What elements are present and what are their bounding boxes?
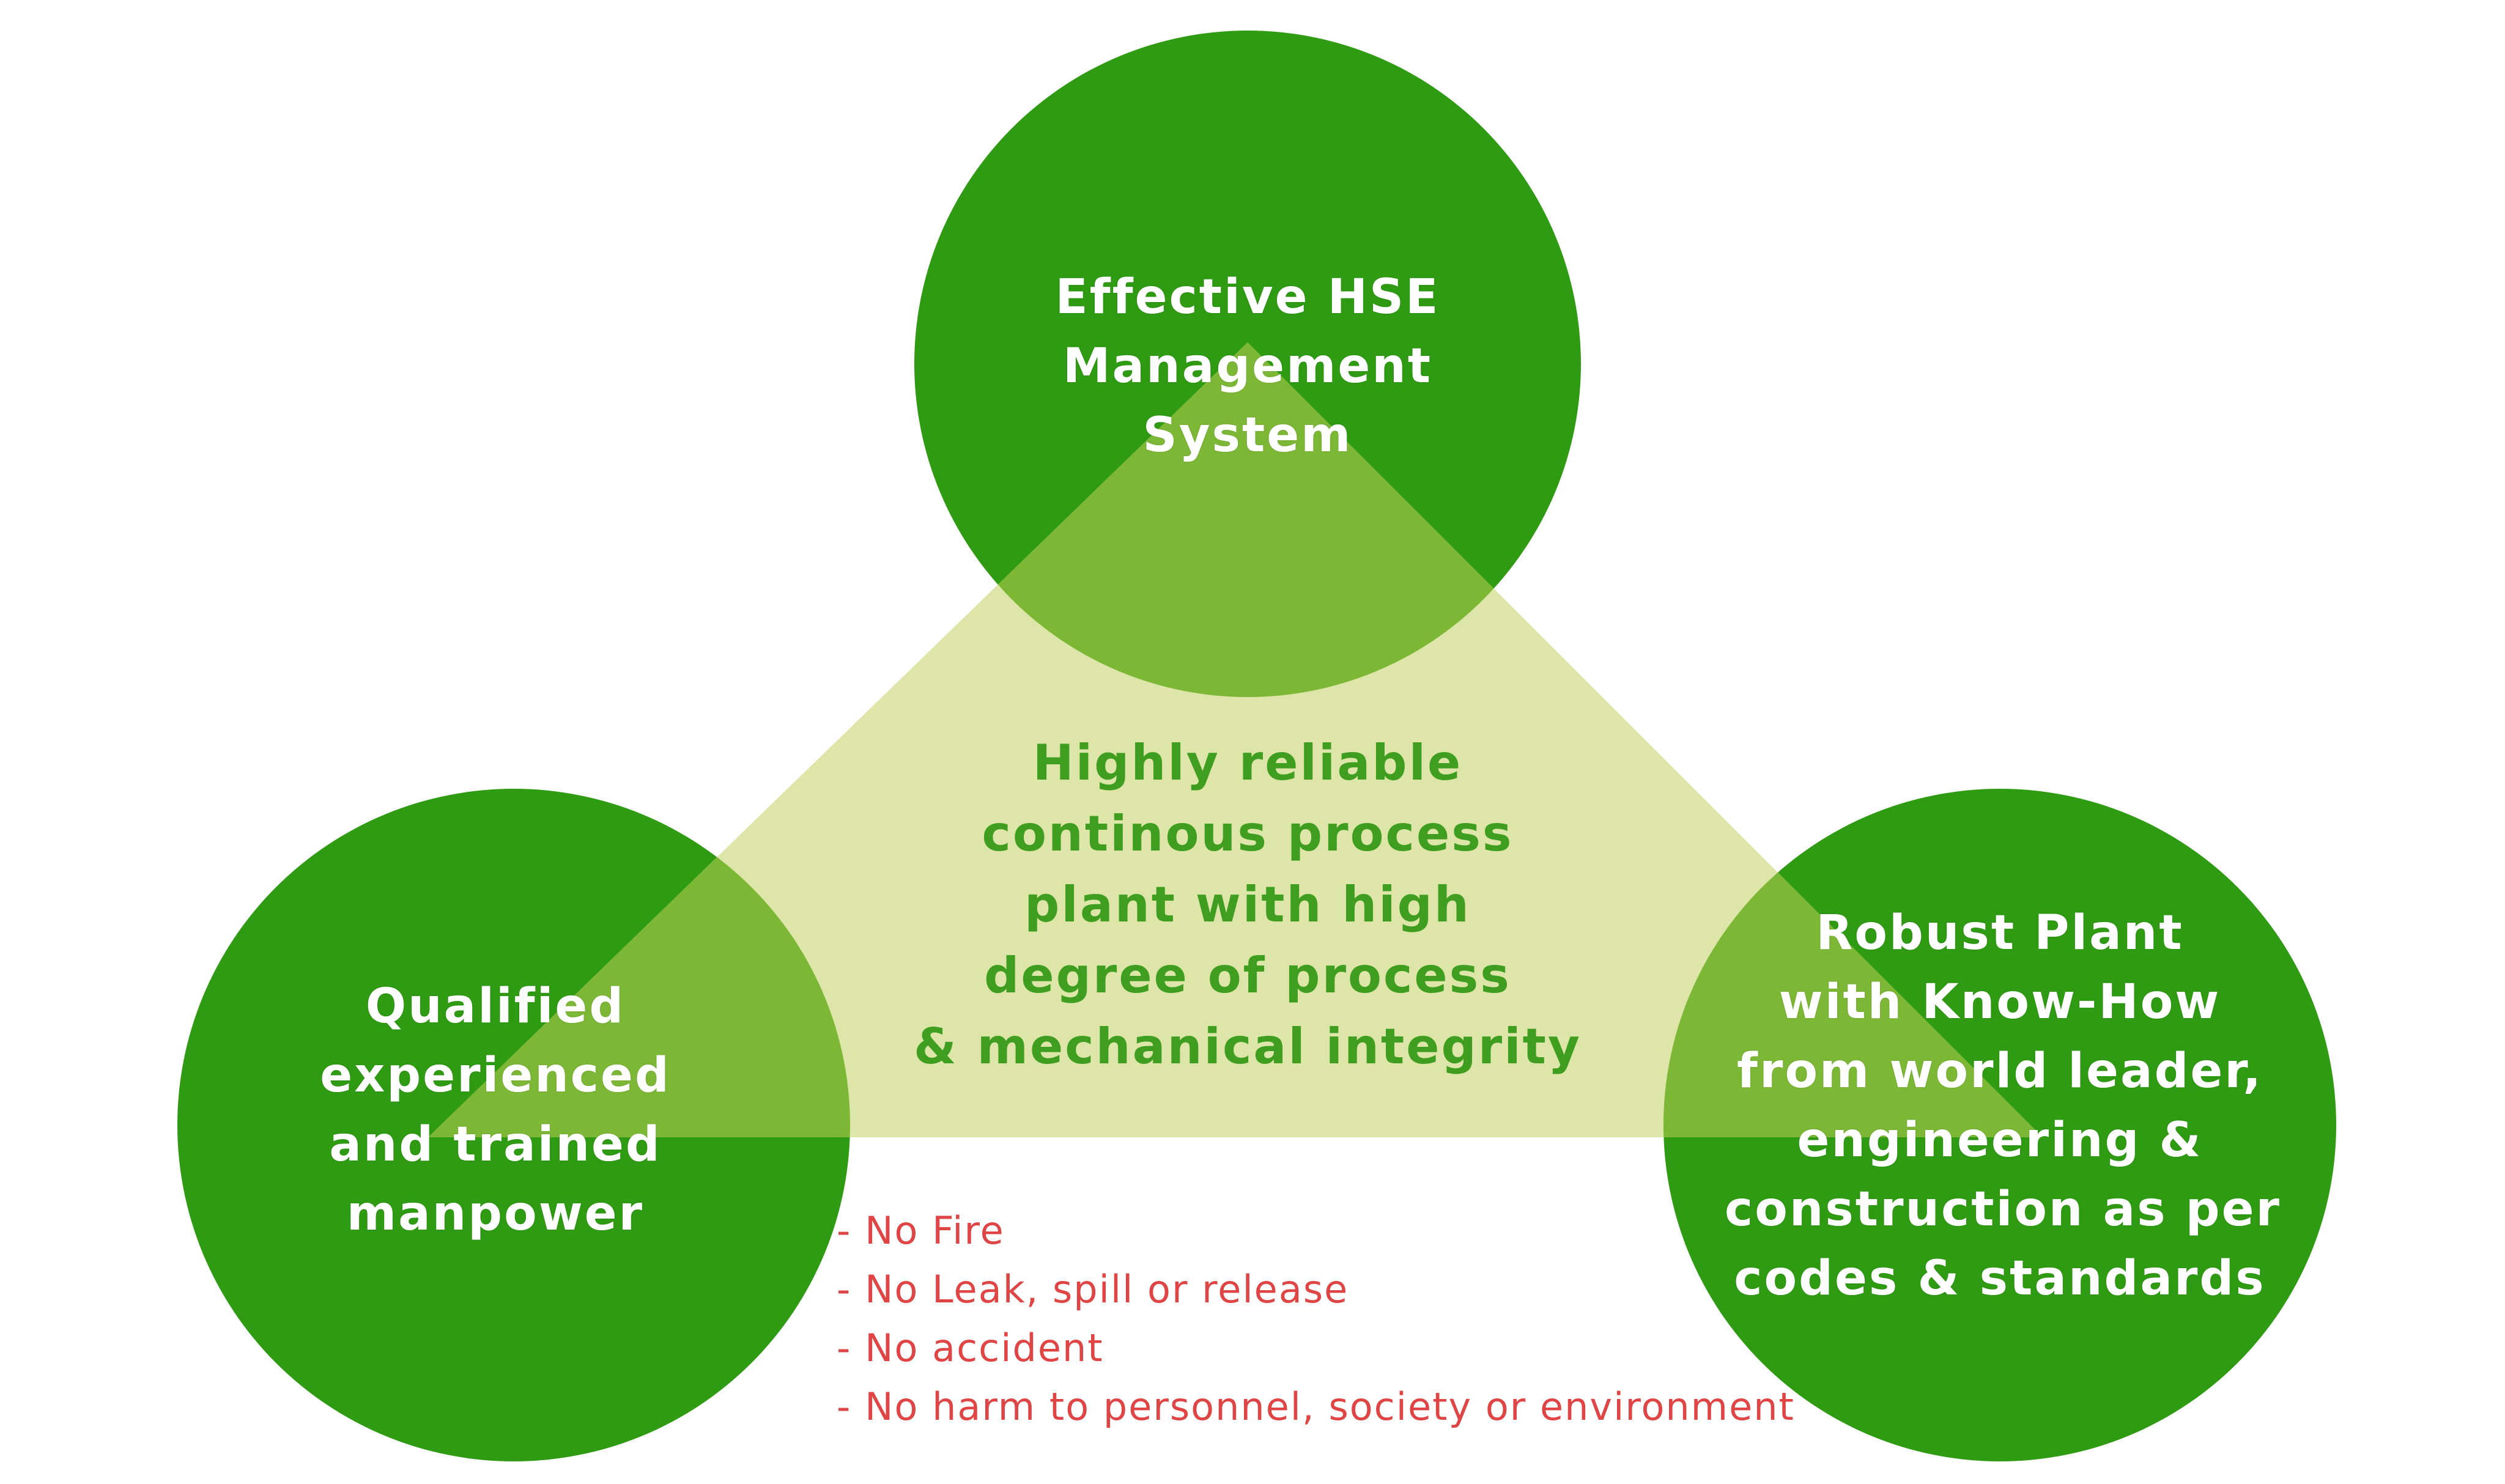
center-label-line-4: degree of process bbox=[984, 947, 1511, 1004]
left-label-line-1: Qualified bbox=[365, 979, 626, 1034]
center-label-line-5: & mechanical integrity bbox=[913, 1018, 1582, 1075]
left-label-line-3: and trained bbox=[329, 1117, 662, 1173]
left-label-line-4: manpower bbox=[346, 1186, 645, 1242]
center-label-line-3: plant with high bbox=[1024, 876, 1471, 933]
outcome-item: - No Leak, spill or release bbox=[837, 1267, 1349, 1312]
top-circle-label: Effective HSE Management System bbox=[1003, 263, 1492, 470]
center-triangle-label: Highly reliable continous process plant … bbox=[905, 728, 1590, 1082]
center-label-line-1: Highly reliable bbox=[1032, 734, 1463, 791]
right-label-line-3: from world leader, bbox=[1737, 1044, 2263, 1099]
outcome-item: - No harm to personnel, society or envir… bbox=[837, 1384, 1795, 1429]
right-label-line-5: construction as per bbox=[1725, 1182, 2282, 1238]
top-label-line-2: Management bbox=[1062, 339, 1433, 394]
right-circle-label: Robust Plant with Know-How from world le… bbox=[1725, 899, 2282, 1314]
right-label-line-6: codes & standards bbox=[1734, 1251, 2266, 1307]
center-triangle bbox=[428, 342, 2043, 1137]
overlap-left bbox=[428, 789, 850, 1137]
left-label-line-2: experienced bbox=[320, 1048, 671, 1104]
overlap-right bbox=[1663, 789, 2043, 1137]
right-label-line-2: with Know-How bbox=[1778, 975, 2221, 1030]
top-label-line-1: Effective HSE bbox=[1055, 270, 1440, 325]
right-label-line-4: engineering & bbox=[1797, 1113, 2203, 1168]
left-circle-label: Qualified experienced and trained manpow… bbox=[251, 972, 740, 1249]
overlap-top bbox=[914, 342, 1581, 697]
outcomes-list: - No Fire - No Leak, spill or release - … bbox=[837, 1202, 1795, 1436]
outcome-item: - No Fire bbox=[837, 1208, 1005, 1253]
top-label-line-3: System bbox=[1142, 408, 1353, 463]
center-label-line-2: continous process bbox=[982, 805, 1514, 862]
right-label-line-1: Robust Plant bbox=[1816, 906, 2184, 961]
outcome-item: - No accident bbox=[837, 1326, 1104, 1370]
